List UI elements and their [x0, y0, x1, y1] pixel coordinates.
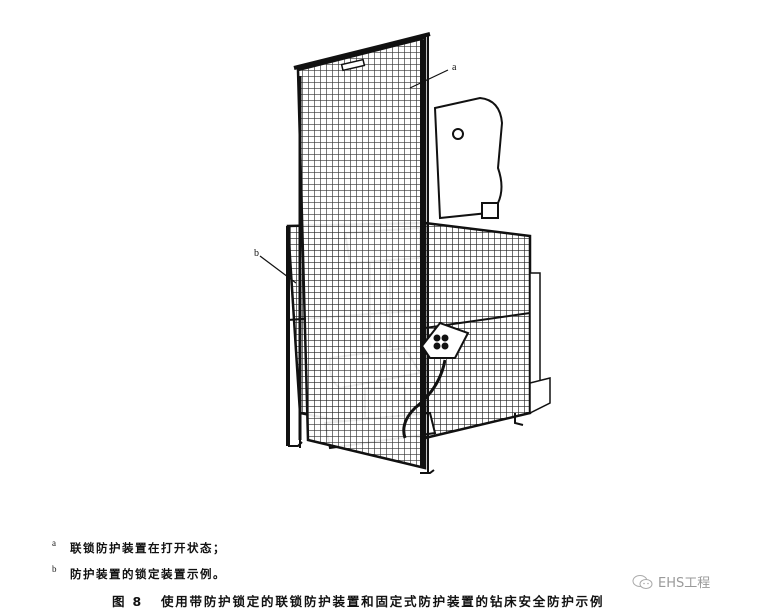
note-a-text: 联锁防护装置在打开状态； — [70, 541, 226, 555]
right-fixed-guard — [423, 221, 551, 440]
note-a-key: a — [52, 538, 58, 548]
figure-title: 使用带防护锁定的联锁防护装置和固定式防护装置的钻床安全防护示例 — [160, 594, 605, 609]
callout-a-label: a — [452, 62, 457, 73]
callout-b-leader — [259, 255, 297, 284]
watermark: EHS工程 — [632, 572, 710, 591]
callout-a-leader — [409, 69, 449, 89]
drill-head — [433, 96, 504, 220]
wechat-icon — [632, 574, 653, 589]
note-b-key: b — [52, 564, 58, 574]
watermark-text: EHS工程 — [658, 576, 711, 591]
figure-number: 图 8 — [112, 594, 143, 609]
note-a: a 联锁防护装置在打开状态； — [52, 538, 226, 556]
note-b: b 防护装置的锁定装置示例。 — [52, 564, 226, 582]
callout-b-label: b — [254, 248, 259, 259]
control-pendant — [402, 321, 470, 439]
drill-press-illustration: a b — [230, 28, 560, 488]
note-b-text: 防护装置的锁定装置示例。 — [70, 567, 226, 581]
interlocking-guard-door — [293, 32, 435, 474]
figure-caption: 图 8 使用带防护锁定的联锁防护装置和固定式防护装置的钻床安全防护示例 — [112, 591, 604, 610]
